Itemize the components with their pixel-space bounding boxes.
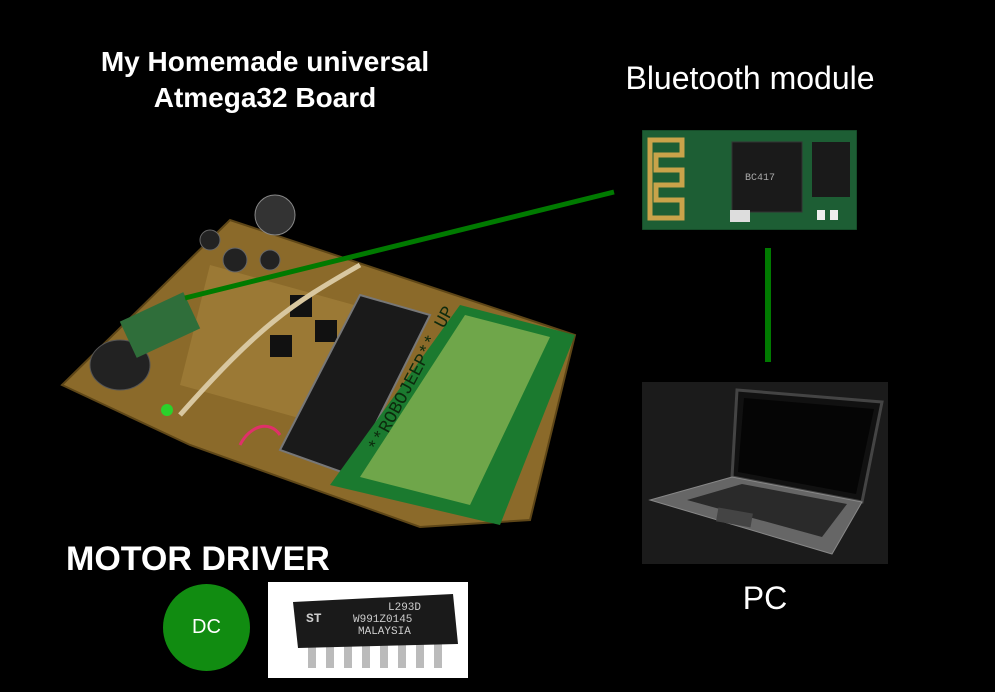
atmega32-board-image: **ROBOJEEP** UP — [60, 185, 580, 535]
board-to-bluetooth-line — [184, 189, 615, 301]
bluetooth-title: Bluetooth module — [625, 60, 875, 96]
chip-line3: MALAYSIA — [358, 626, 411, 638]
pc-label: PC — [742, 580, 788, 616]
dc-label: DC — [192, 616, 221, 638]
bluetooth-module-image: BC417 — [641, 129, 858, 231]
dc-motor-circle: DC — [163, 584, 250, 671]
board-title-line1: My Homemade universal — [100, 46, 430, 77]
board-title: My Homemade universal Atmega32 Board — [40, 44, 490, 116]
chip-line2: W991Z0145 — [353, 614, 412, 626]
bluetooth-chip-text: BC417 — [745, 173, 775, 184]
board-title-line2: Atmega32 Board — [153, 82, 377, 113]
chip-line1: L293D — [388, 602, 421, 614]
motor-driver-title: MOTOR DRIVER — [66, 540, 330, 578]
laptop-image — [642, 382, 888, 564]
svg-text:ST: ST — [306, 611, 322, 626]
l293d-chip-image: L293D W991Z0145 MALAYSIA ST — [268, 582, 468, 678]
